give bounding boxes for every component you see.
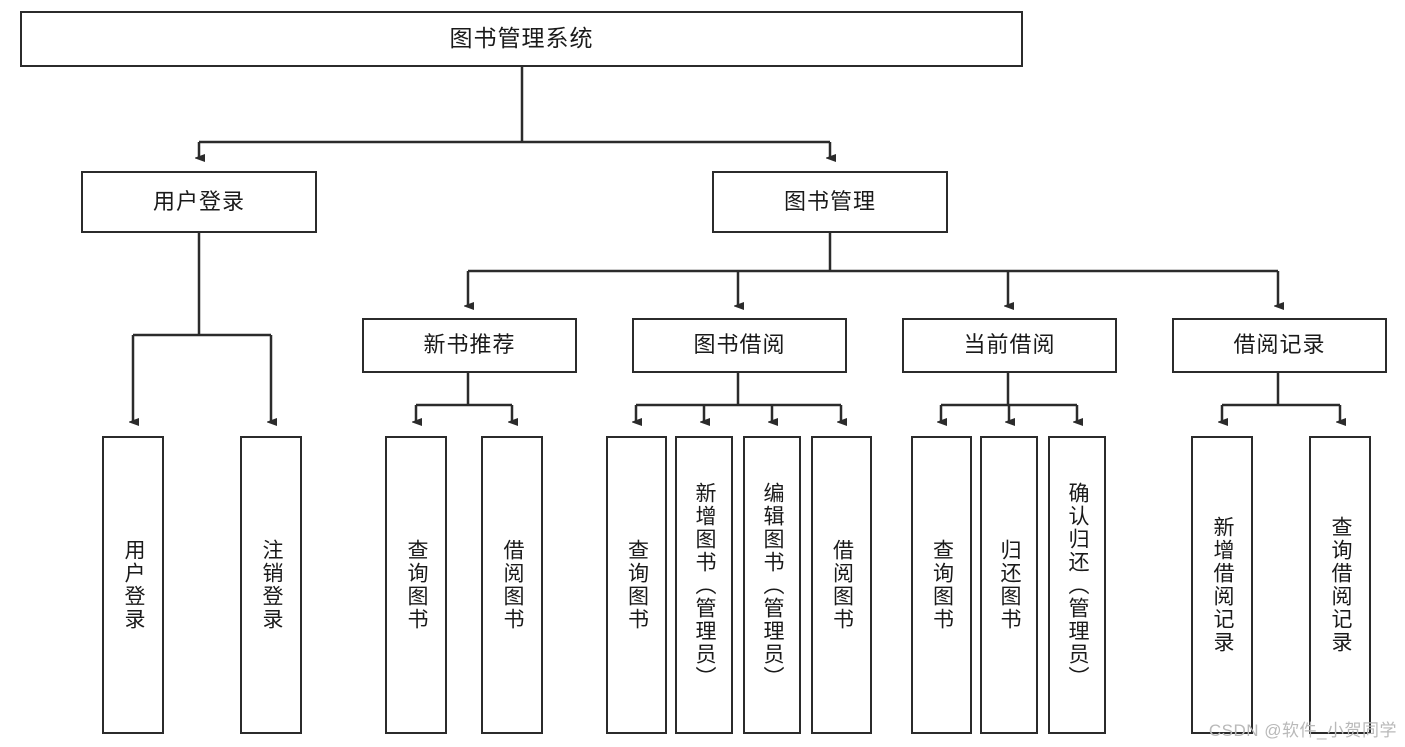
node-user-login[interactable]: 用户登录 (81, 171, 317, 233)
leaf-borrow-add-book[interactable]: 新增图书（管理员） (675, 436, 733, 734)
leaf-user-login-logout[interactable]: 注销登录 (240, 436, 302, 734)
node-borrow-record[interactable]: 借阅记录 (1172, 318, 1387, 373)
node-label: 查询借阅记录 (1329, 516, 1353, 654)
node-label: 新书推荐 (423, 332, 516, 358)
leaf-recommend-borrow-book[interactable]: 借阅图书 (481, 436, 543, 734)
leaf-record-add-record[interactable]: 新增借阅记录 (1191, 436, 1253, 734)
leaf-recommend-query-book[interactable]: 查询图书 (385, 436, 447, 734)
leaf-borrow-query-book[interactable]: 查询图书 (606, 436, 667, 734)
leaf-borrow-edit-book[interactable]: 编辑图书（管理员） (743, 436, 801, 734)
node-label: 图书借阅 (693, 332, 786, 358)
leaf-current-query-book[interactable]: 查询图书 (911, 436, 972, 734)
node-label: 注销登录 (260, 539, 284, 631)
node-label: 用户登录 (152, 188, 245, 214)
node-label: 当前借阅 (963, 332, 1056, 358)
node-label: 图书管理 (783, 188, 876, 214)
node-label: 查询图书 (405, 539, 429, 631)
node-label: 借阅记录 (1233, 332, 1326, 358)
node-label: 用户登录 (122, 539, 146, 631)
node-new-book-recommend[interactable]: 新书推荐 (362, 318, 577, 373)
node-label: 查询图书 (625, 539, 649, 631)
node-label: 确认归还（管理员） (1066, 481, 1090, 689)
node-label: 编辑图书（管理员） (761, 481, 785, 689)
node-label: 新增借阅记录 (1211, 516, 1235, 654)
node-root-system[interactable]: 图书管理系统 (20, 11, 1023, 67)
leaf-current-return-book[interactable]: 归还图书 (980, 436, 1038, 734)
node-book-management[interactable]: 图书管理 (712, 171, 948, 233)
node-label: 查询图书 (930, 539, 954, 631)
node-book-borrow[interactable]: 图书借阅 (632, 318, 847, 373)
node-current-borrow[interactable]: 当前借阅 (902, 318, 1117, 373)
watermark-text: CSDN @软件_小贺同学 (1208, 721, 1397, 740)
leaf-user-login-login[interactable]: 用户登录 (102, 436, 164, 734)
node-label: 归还图书 (998, 539, 1022, 631)
node-label: 图书管理系统 (449, 25, 594, 52)
node-label: 新增图书（管理员） (693, 481, 717, 689)
leaf-borrow-borrow-book[interactable]: 借阅图书 (811, 436, 872, 734)
leaf-record-query-record[interactable]: 查询借阅记录 (1309, 436, 1371, 734)
node-label: 借阅图书 (501, 539, 525, 631)
leaf-current-confirm-return[interactable]: 确认归还（管理员） (1048, 436, 1106, 734)
node-label: 借阅图书 (830, 539, 854, 631)
